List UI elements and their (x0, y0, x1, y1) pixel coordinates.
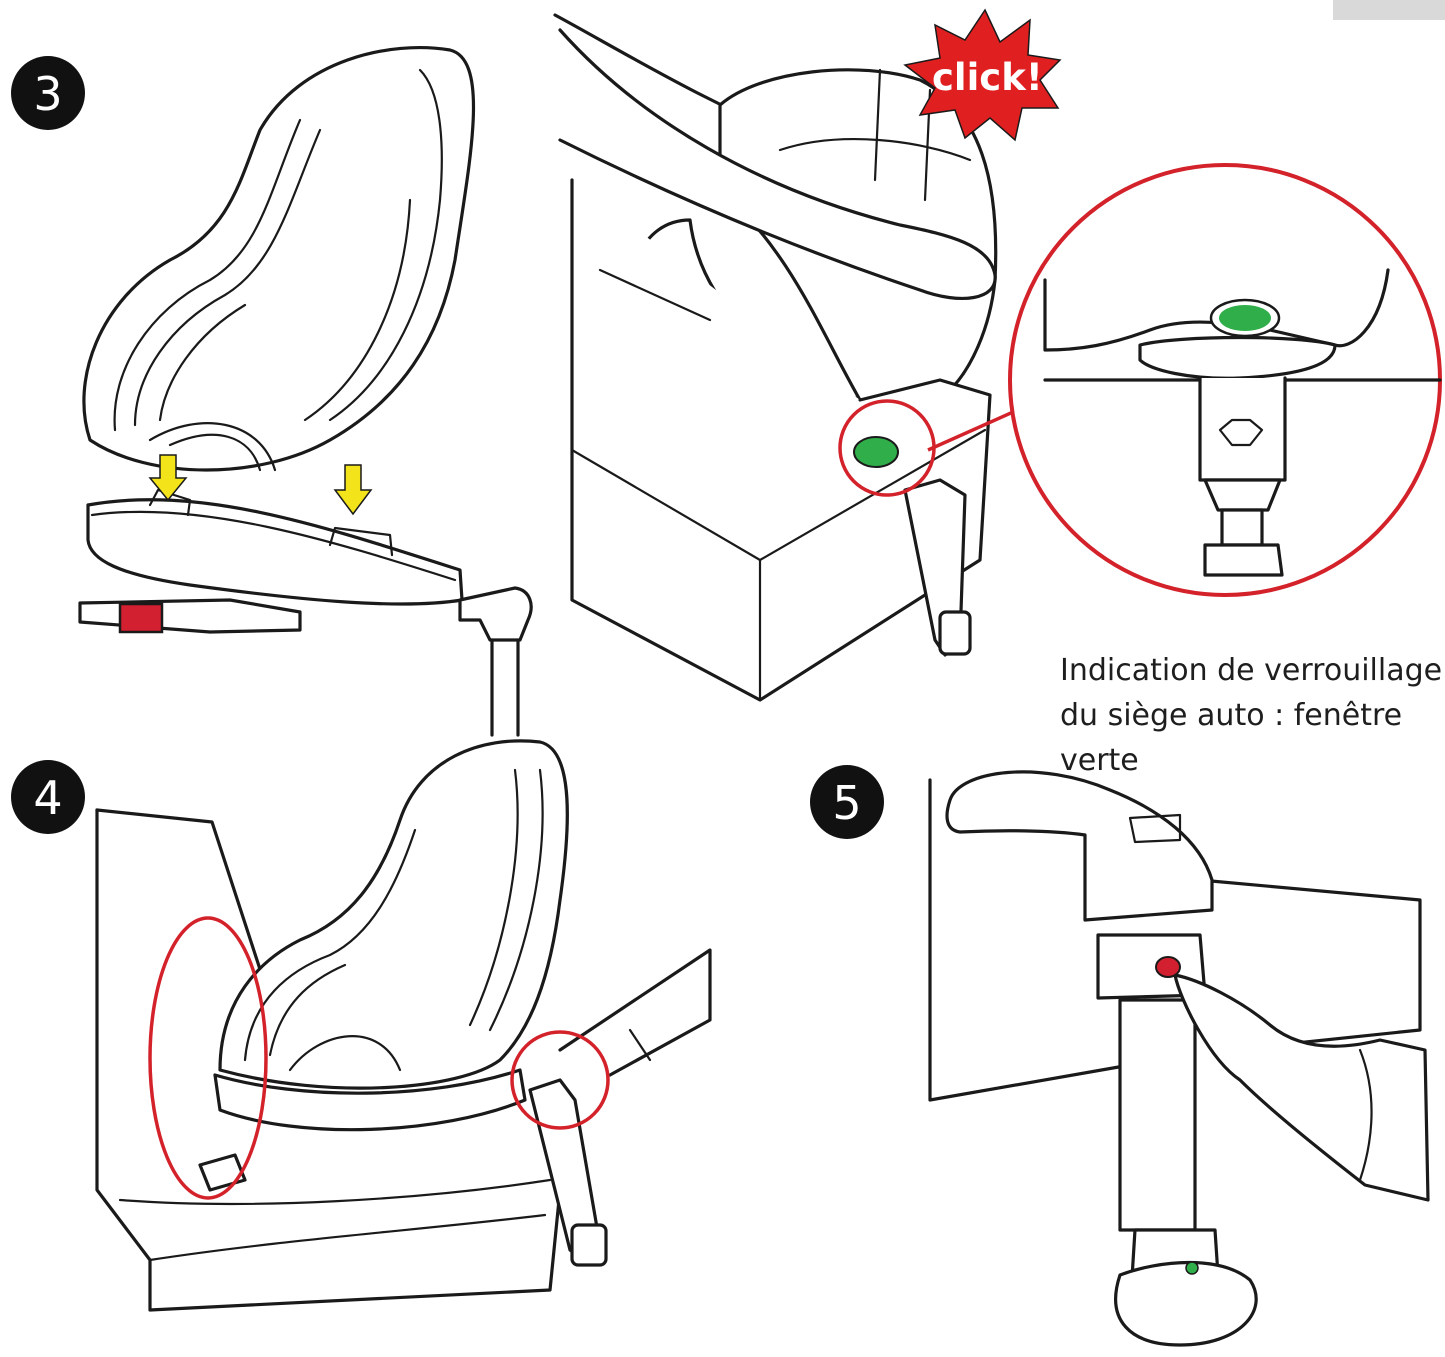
lock-indication-caption: Indication de verrouillage du siège auto… (1060, 653, 1443, 778)
release-button-icon (1155, 956, 1181, 978)
down-arrow-icon (333, 464, 373, 516)
svg-text:3: 3 (33, 67, 62, 121)
down-arrow-icon (148, 454, 188, 502)
highlight-ellipse (148, 916, 268, 1200)
isofix-base (86, 498, 464, 606)
highlight-circle (510, 1030, 610, 1130)
step-3-illustration (78, 46, 533, 737)
isofix-red-indicator (118, 602, 164, 634)
page-corner-tab (1333, 0, 1445, 20)
svg-text:5: 5 (832, 776, 861, 830)
step-badge-5: 5 (810, 765, 884, 839)
green-indicator-icon (853, 436, 899, 468)
zoom-detail-lock-indicator (1008, 163, 1442, 597)
step-badge-3: 3 (11, 56, 85, 130)
svg-text:4: 4 (33, 771, 62, 825)
step-3-click-illustration: click! (553, 8, 1062, 702)
step-4-illustration (95, 739, 712, 1312)
click-label: click! (932, 56, 1043, 99)
seat-shell (82, 46, 476, 472)
step-badge-4: 4 (11, 760, 85, 834)
click-burst-icon (903, 8, 1062, 142)
green-window-icon (1219, 305, 1271, 331)
step-5-illustration (928, 770, 1430, 1347)
